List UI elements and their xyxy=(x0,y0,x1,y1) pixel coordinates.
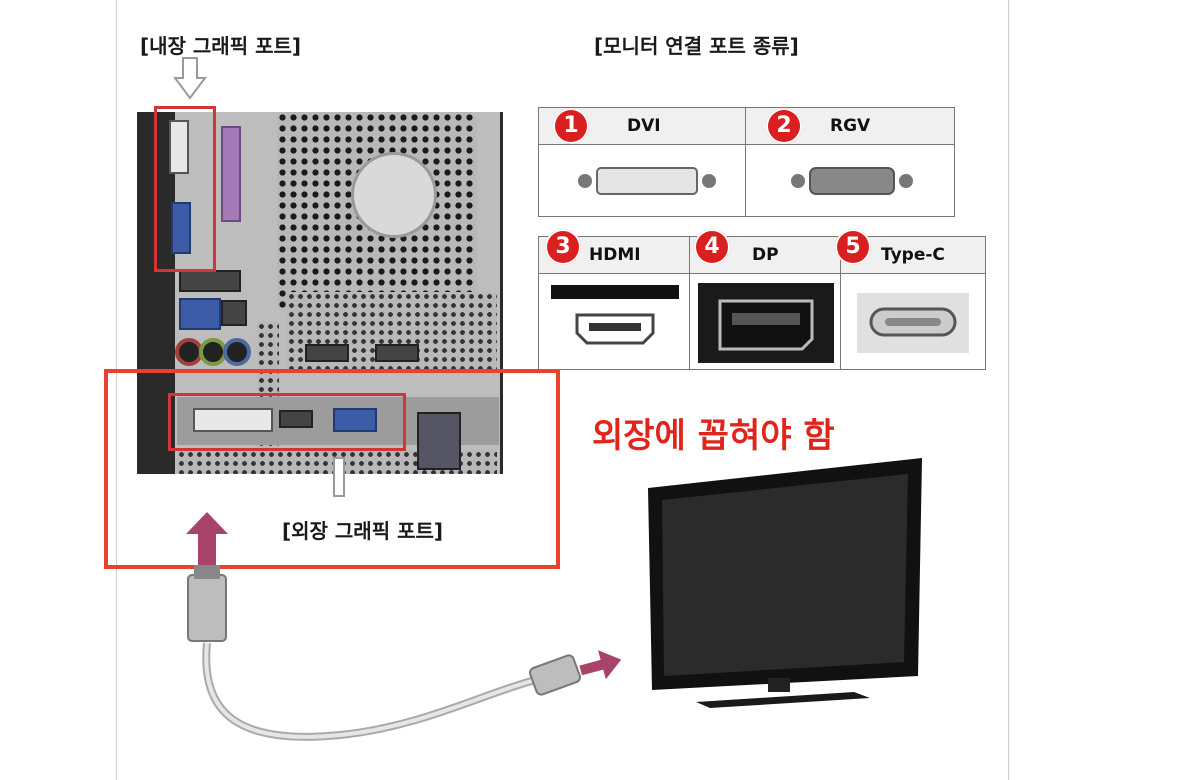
external-dvi-port xyxy=(193,408,273,432)
internal-vga-port xyxy=(171,202,191,254)
external-vga-port xyxy=(333,408,377,432)
fan-hub xyxy=(351,152,437,238)
arrow-up-magenta-icon xyxy=(186,512,228,566)
tv-monitor xyxy=(648,458,922,708)
plug-external-note: 외장에 꼽혀야 함 xyxy=(592,416,835,456)
port-name-rgv: RGV xyxy=(830,116,871,136)
usb-ports xyxy=(179,270,241,292)
port-badge-5: 5 xyxy=(835,229,871,265)
parallel-port xyxy=(221,126,241,222)
port-cell-hdmi: 3 HDMI xyxy=(538,229,690,370)
arrow-down-outline-icon xyxy=(173,57,207,100)
fan-grille xyxy=(277,112,477,312)
usb-c-connector-icon xyxy=(857,293,969,353)
pc-rear-panel xyxy=(137,112,503,474)
internal-dvi-port xyxy=(169,120,189,174)
port-name-dvi: DVI xyxy=(627,116,661,136)
displayport-connector-icon xyxy=(698,283,834,363)
frame-right-line xyxy=(1008,0,1009,780)
expansion-slot xyxy=(417,412,461,470)
external-graphics-box xyxy=(104,369,560,569)
hdmi-cable xyxy=(187,565,581,741)
usb3-ports xyxy=(179,298,221,330)
port-name-typec: Type-C xyxy=(881,245,945,265)
port-cell-dvi: 1 DVI xyxy=(538,107,746,217)
port-badge-2: 2 xyxy=(766,108,802,144)
port-cell-typec: 5 Type-C xyxy=(835,229,986,370)
port-badge-4: 4 xyxy=(694,229,730,265)
port-name-dp: DP xyxy=(752,245,779,265)
frame-left-line xyxy=(116,0,117,780)
monitor-port-types-title: [모니터 연결 포트 종류] xyxy=(594,34,799,58)
port-cell-rgv: 2 RGV xyxy=(745,107,955,217)
port-name-hdmi: HDMI xyxy=(589,245,641,265)
external-port-highlight xyxy=(168,393,406,451)
internal-graphics-label: [내장 그래픽 포트] xyxy=(140,34,302,58)
hdmi-connector-icon xyxy=(551,285,679,345)
external-graphics-label: [외장 그래픽 포트] xyxy=(282,519,444,543)
serial-port-2 xyxy=(375,344,419,362)
arrow-up-outline-icon xyxy=(333,457,345,497)
dvi-connector-icon xyxy=(578,167,716,195)
ethernet-port xyxy=(221,300,247,326)
port-badge-1: 1 xyxy=(553,108,589,144)
audio-jack-blue xyxy=(223,338,251,366)
port-cell-dp: 4 DP xyxy=(689,229,841,370)
port-badge-3: 3 xyxy=(545,229,581,265)
vga-connector-icon xyxy=(791,167,913,195)
internal-port-highlight xyxy=(154,106,216,272)
arrow-right-magenta-icon xyxy=(579,650,622,680)
serial-port-1 xyxy=(305,344,349,362)
external-hdmi-port xyxy=(279,410,313,428)
